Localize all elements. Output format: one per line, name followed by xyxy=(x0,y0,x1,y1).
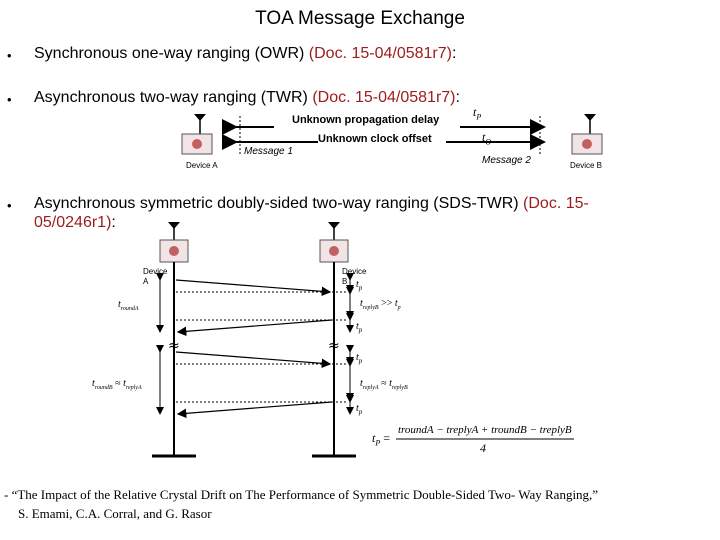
tp-label-1-main: t xyxy=(356,279,359,290)
bullet-sds-text: Asynchronous symmetric doubly-sided two-… xyxy=(34,195,524,212)
tp-label-2-main: t xyxy=(356,321,359,332)
device-chip-icon-sds-a xyxy=(169,246,179,256)
round-a-main: t xyxy=(118,299,121,310)
bullet-twr-colon: : xyxy=(455,89,460,106)
much-greater-sign: >> xyxy=(381,298,393,309)
approx-sign: ≈ xyxy=(381,378,387,389)
round-a-sub: roundA xyxy=(120,306,139,312)
tp-label-1-sub: p xyxy=(358,284,363,292)
page-title: TOA Message Exchange xyxy=(255,8,465,29)
tp-compare-sub: p xyxy=(397,305,401,311)
antenna-icon-device-a xyxy=(194,114,206,134)
bullet-sds-ref: (Doc. 15-05/0246r1) xyxy=(34,195,589,231)
unknown-offset-label: Unknown clock offset xyxy=(318,133,432,145)
t0-symbol-sub: O xyxy=(485,137,492,147)
device-a-label: Device A xyxy=(186,161,218,170)
unknown-delay-label: Unknown propagation delay xyxy=(292,114,440,126)
reply-b2-main: t xyxy=(389,378,392,389)
round-b-relation: troundB ≈ treplyA xyxy=(92,378,142,391)
formula-equals: = xyxy=(383,431,391,445)
formula-denominator: 4 xyxy=(480,441,486,455)
tp-label-2: tp xyxy=(356,321,362,334)
approx-sign-left: ≈ xyxy=(115,378,121,389)
tp-label-3: tp xyxy=(356,352,362,365)
bullet-marker: • xyxy=(7,48,12,63)
tp-label-3-sub: p xyxy=(358,357,363,365)
tp-label-4: tp xyxy=(356,403,362,416)
formula-lhs-sub: P xyxy=(375,438,381,448)
tp-symbol-main: t xyxy=(473,105,477,119)
sds-message-2 xyxy=(176,319,333,337)
sds-message-1 xyxy=(175,279,332,297)
bullet-owr-text: Synchronous one-way ranging (OWR) xyxy=(34,45,309,62)
t0-symbol: tO xyxy=(482,130,491,146)
tp-label-1: tp xyxy=(356,279,362,292)
reply-b-relation: treplyB >> tp xyxy=(360,298,401,311)
break-icon: ≈ xyxy=(168,338,180,354)
device-b-label: Device B xyxy=(570,161,603,170)
reply-a-sub: replyA xyxy=(362,385,379,391)
bullet-owr-ref: (Doc. 15-04/0581r7) xyxy=(308,45,452,62)
reply-a-relation: treplyA ≈ treplyB xyxy=(360,378,408,391)
message-1-label: Message 1 xyxy=(244,146,293,157)
device-chip-icon-sds-b xyxy=(329,246,339,256)
sds-message-4 xyxy=(176,401,333,419)
bullet-twr-ref: (Doc. 15-04/0581r7) xyxy=(312,89,456,106)
bullet-marker: • xyxy=(7,92,12,107)
bullet-sds-colon: : xyxy=(111,214,116,231)
reply-a-main: t xyxy=(360,378,363,389)
sds-message-3 xyxy=(175,351,332,369)
round-b-main: t xyxy=(92,378,95,389)
tp-compare-main: t xyxy=(394,298,398,309)
tp-label-4-sub: p xyxy=(358,408,363,416)
tp-label-4-main: t xyxy=(356,403,359,414)
break-icon: ≈ xyxy=(328,338,340,354)
bullet-marker: • xyxy=(7,198,12,213)
round-a-label: troundA xyxy=(118,299,139,312)
reply-a2-sub: replyA xyxy=(125,385,142,391)
bullet-owr: Synchronous one-way ranging (OWR) (Doc. … xyxy=(34,44,456,63)
formula-lhs: tP = xyxy=(372,431,390,447)
antenna-icon-device-b xyxy=(584,114,596,134)
tp-label-2-sub: p xyxy=(358,326,363,334)
bullet-twr-text: Asynchronous two-way ranging (TWR) xyxy=(34,89,313,106)
device-chip-icon-a xyxy=(192,139,202,149)
bullet-owr-colon: : xyxy=(451,45,457,62)
tp-symbol-sub: P xyxy=(476,112,482,122)
device-chip-icon-b xyxy=(582,139,592,149)
formula-lhs-main: t xyxy=(372,431,376,445)
reply-b2-sub: replyB xyxy=(391,385,408,391)
message-2-label: Message 2 xyxy=(482,155,531,166)
tp-symbol: tP xyxy=(473,105,481,121)
t0-symbol-main: t xyxy=(482,130,486,144)
reply-b-sub: replyB xyxy=(362,305,379,311)
antenna-icon-sds-b xyxy=(328,222,340,240)
sds-device-b-label: Device B xyxy=(342,267,367,286)
reference-citation: - “The Impact of the Relative Crystal Dr… xyxy=(4,485,598,523)
reply-b-main: t xyxy=(360,298,363,309)
bullet-twr: Asynchronous two-way ranging (TWR) (Doc.… xyxy=(34,88,460,107)
sds-device-a-label: Device A xyxy=(143,267,168,286)
tp-label-3-main: t xyxy=(356,352,359,363)
reference-line-1: - “The Impact of the Relative Crystal Dr… xyxy=(4,487,599,502)
antenna-icon-sds-a xyxy=(168,222,180,240)
bullet-sds-twr: Asynchronous symmetric doubly-sided two-… xyxy=(34,194,594,232)
round-a2-main: t xyxy=(123,378,126,389)
reference-line-2: S. Emami, C.A. Corral, and G. Rasor xyxy=(18,506,212,521)
round-b-sub: roundB xyxy=(94,385,113,391)
formula-numerator: troundA − treplyA + troundB − treplyB xyxy=(398,424,572,436)
